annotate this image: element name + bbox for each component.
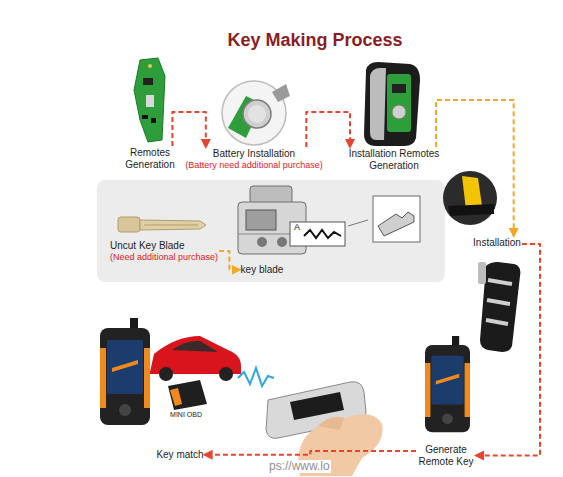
- cut-blade-closeup: [378, 212, 414, 236]
- step-label: Key match: [156, 449, 203, 461]
- pcb-board: [148, 64, 152, 68]
- programmer-device: [100, 318, 150, 425]
- diagram-title: Key Making Process: [227, 30, 402, 51]
- programmer-device: [144, 348, 150, 408]
- obd-dongle: [168, 380, 207, 410]
- flip-key: [478, 262, 520, 352]
- programmer-device: [119, 404, 131, 416]
- uncut-key-blade: [140, 220, 206, 230]
- step-label: Installation Remotes Generation: [344, 148, 444, 171]
- cut-profile-inset: [290, 222, 345, 246]
- inset-letter: A: [293, 223, 301, 233]
- pcb-board: [142, 115, 148, 119]
- uncut-key-blade: [118, 217, 206, 232]
- inset-pointer: [348, 220, 368, 226]
- gray-band: [97, 180, 445, 282]
- signal-wave: [238, 368, 274, 386]
- step-label: Generate Remote Key: [417, 444, 475, 467]
- generate-device: [425, 363, 430, 417]
- remote-shell: [392, 105, 406, 119]
- programmer-device: [100, 348, 106, 408]
- battery-picture: [272, 84, 290, 102]
- step-text: key blade: [241, 264, 284, 276]
- step-text: Key match: [156, 449, 203, 461]
- device-label: MINI OBD: [169, 411, 203, 419]
- generate-device: [425, 336, 470, 432]
- watermark: ps://www.lo: [268, 460, 331, 473]
- battery-picture: [248, 105, 266, 123]
- step-label: Installation: [473, 237, 521, 249]
- generate-device: [442, 413, 453, 424]
- uncut-key-blade: [118, 217, 140, 232]
- pcb-board: [134, 58, 165, 142]
- step-label: Uncut Key Blade(Need additional purchase…: [110, 240, 218, 262]
- generate-device: [425, 345, 470, 432]
- remote-shell: [364, 62, 420, 146]
- install-closeup: [448, 204, 494, 216]
- battery-picture: [222, 81, 290, 145]
- cut-profile-inset: [304, 230, 341, 238]
- key-cutting-machine: [277, 237, 287, 247]
- flow-arrow: [476, 244, 540, 456]
- cut-blade-closeup: [373, 196, 420, 242]
- red-car: [219, 367, 233, 381]
- flow-arrow: [205, 451, 416, 455]
- generate-device: [425, 336, 470, 432]
- generate-device: [436, 374, 459, 385]
- cut-profile-inset: [290, 222, 345, 246]
- red-car: [159, 367, 173, 381]
- programmer-device: [112, 360, 138, 372]
- pcb-board: [143, 78, 153, 85]
- battery-picture: [243, 100, 271, 128]
- remote-shell: [370, 68, 386, 140]
- pcb-board: [134, 58, 165, 142]
- flip-key: [478, 262, 486, 284]
- flow-arrow: [436, 100, 514, 236]
- key-cutting-machine: [250, 186, 292, 204]
- hand-with-key: [290, 392, 344, 420]
- remote-shell: [392, 84, 406, 93]
- install-closeup: [443, 171, 497, 225]
- step-text: Remotes Generation: [122, 147, 178, 170]
- signal-wave: [238, 368, 274, 386]
- uncut-key-blade: [144, 225, 198, 226]
- step-label: key blade: [241, 264, 284, 276]
- step-text: Installation Remotes Generation: [344, 148, 444, 171]
- gray-band: [97, 180, 445, 282]
- step-note: (Need additional purchase): [110, 252, 218, 262]
- step-text: Generate Remote Key: [417, 444, 475, 467]
- step-text: Battery Installation: [185, 148, 323, 160]
- hand-with-key: [318, 417, 344, 430]
- remote-shell: [387, 74, 411, 132]
- step-text: Installation: [473, 237, 521, 249]
- key-cutting-machine: [246, 210, 276, 230]
- programmer-device: [107, 340, 143, 394]
- generate-device: [465, 363, 470, 417]
- obd-dongle: [168, 380, 207, 410]
- cut-blade-closeup: [373, 196, 420, 242]
- key-cutting-machine: [257, 237, 267, 247]
- flow-arrow: [219, 251, 240, 270]
- red-car: [172, 341, 218, 352]
- flip-key: [480, 262, 520, 352]
- hand-with-key: [266, 382, 383, 476]
- pcb-board: [151, 118, 156, 123]
- flip-key: [486, 280, 512, 324]
- install-closeup: [443, 171, 497, 225]
- obd-dongle: [170, 388, 182, 406]
- step-label: Remotes Generation: [122, 147, 178, 170]
- programmer-device: [100, 328, 150, 425]
- generate-device: [431, 356, 463, 405]
- step-text: Uncut Key Blade: [110, 240, 218, 252]
- flow-arrow: [172, 112, 205, 147]
- step-note: (Battery need additional purchase): [185, 160, 323, 170]
- red-car: [150, 336, 241, 381]
- inset-pointer: [348, 220, 368, 226]
- remote-shell: [364, 62, 420, 146]
- step-label: Battery Installation(Battery need additi…: [185, 148, 323, 170]
- programmer-device: [100, 318, 150, 425]
- flow-arrow: [306, 112, 350, 147]
- pcb-board: [146, 95, 154, 107]
